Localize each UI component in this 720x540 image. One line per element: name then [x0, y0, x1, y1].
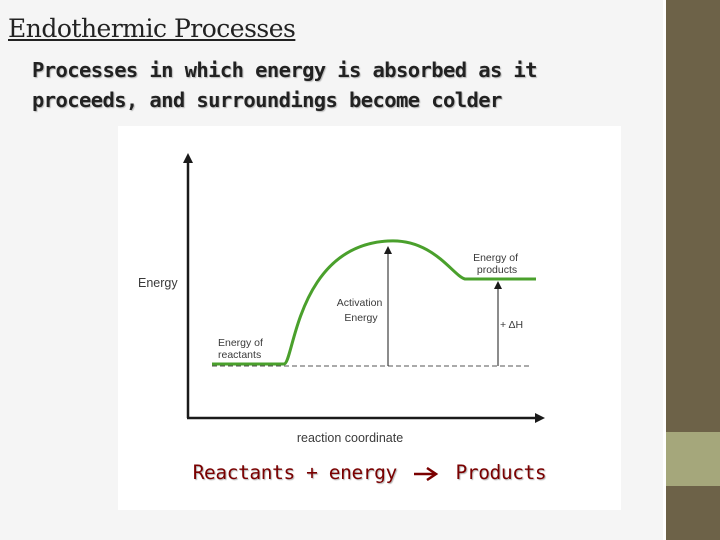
sidebar-light-block — [666, 432, 720, 486]
equation-products: Products — [455, 461, 547, 484]
reaction-equation: Reactants + energy Products — [118, 461, 621, 484]
y-axis-label: Energy — [138, 276, 178, 290]
x-axis-label: reaction coordinate — [297, 431, 403, 445]
slide-subtitle: Processes in which energy is absorbed as… — [32, 58, 538, 112]
energy-diagram: Energy reaction coordinate Energy of rea… — [138, 153, 545, 445]
delta-h-label: + ΔH — [500, 319, 523, 331]
reactants-energy-label: Energy of reactants — [218, 337, 266, 361]
energy-curve — [212, 239, 536, 366]
energy-diagram-panel: Energy reaction coordinate Energy of rea… — [118, 126, 621, 510]
sidebar-dark-block — [666, 0, 720, 432]
sidebar-bottom-block — [666, 486, 720, 540]
activation-energy-label: Activation Energy — [337, 297, 385, 324]
slide-title: Endothermic Processes — [8, 14, 296, 43]
right-arrow-icon — [414, 466, 439, 481]
sidebar-divider — [663, 0, 666, 540]
products-energy-label: Energy of products — [473, 252, 521, 276]
equation-reactants: Reactants + energy — [192, 461, 398, 484]
